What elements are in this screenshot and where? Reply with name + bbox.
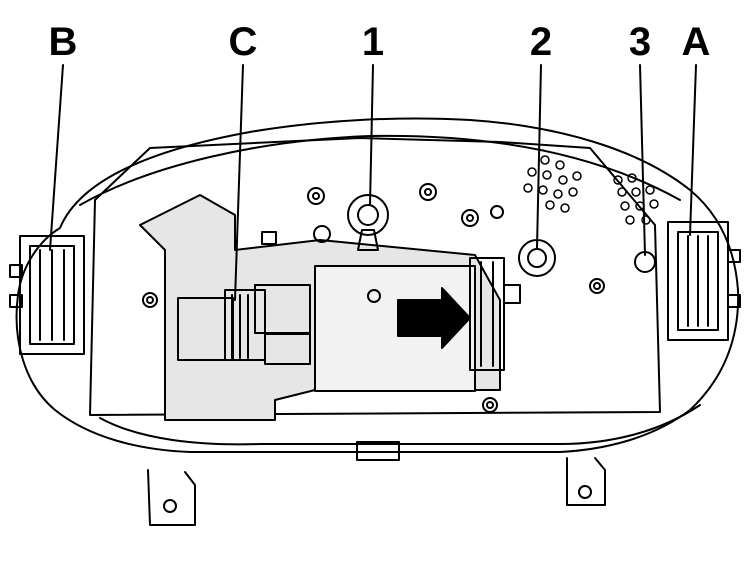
- leader-lines: [49, 64, 697, 301]
- callout-label-c: C: [228, 20, 258, 64]
- callout-label-1: 1: [361, 20, 385, 64]
- screws: [142, 183, 605, 413]
- callout-label-2: 2: [529, 20, 553, 64]
- speaker-grille-right: [613, 173, 659, 225]
- bottom-clip: [356, 441, 400, 461]
- mounting-tab-right-hole: [578, 485, 592, 499]
- mounting-tab-left: [147, 469, 196, 526]
- leader-c: [234, 64, 244, 301]
- bulb-socket-1: [347, 194, 389, 251]
- mounting-tab-left-hole: [163, 499, 177, 513]
- connector-c: [177, 284, 311, 365]
- callout-label-b: B: [48, 20, 78, 64]
- speaker-grille-center: [523, 155, 582, 213]
- leader-a: [689, 64, 697, 236]
- release-lever: [469, 257, 521, 371]
- connector-b: [9, 235, 85, 355]
- leader-3: [639, 64, 646, 256]
- direction-arrow: [397, 287, 471, 349]
- back-plate: [89, 137, 661, 416]
- callout-label-3: 3: [628, 20, 652, 64]
- leader-b: [49, 64, 64, 251]
- mounting-tab-right: [566, 457, 606, 506]
- cluster-upper-rim: [79, 134, 681, 206]
- leader-1: [369, 64, 374, 206]
- cluster-lower-flange: [99, 404, 701, 446]
- leader-2: [536, 64, 542, 249]
- connector-a: [667, 221, 741, 341]
- callout-label-a: A: [681, 20, 711, 64]
- cluster-housing-outline: [15, 117, 740, 453]
